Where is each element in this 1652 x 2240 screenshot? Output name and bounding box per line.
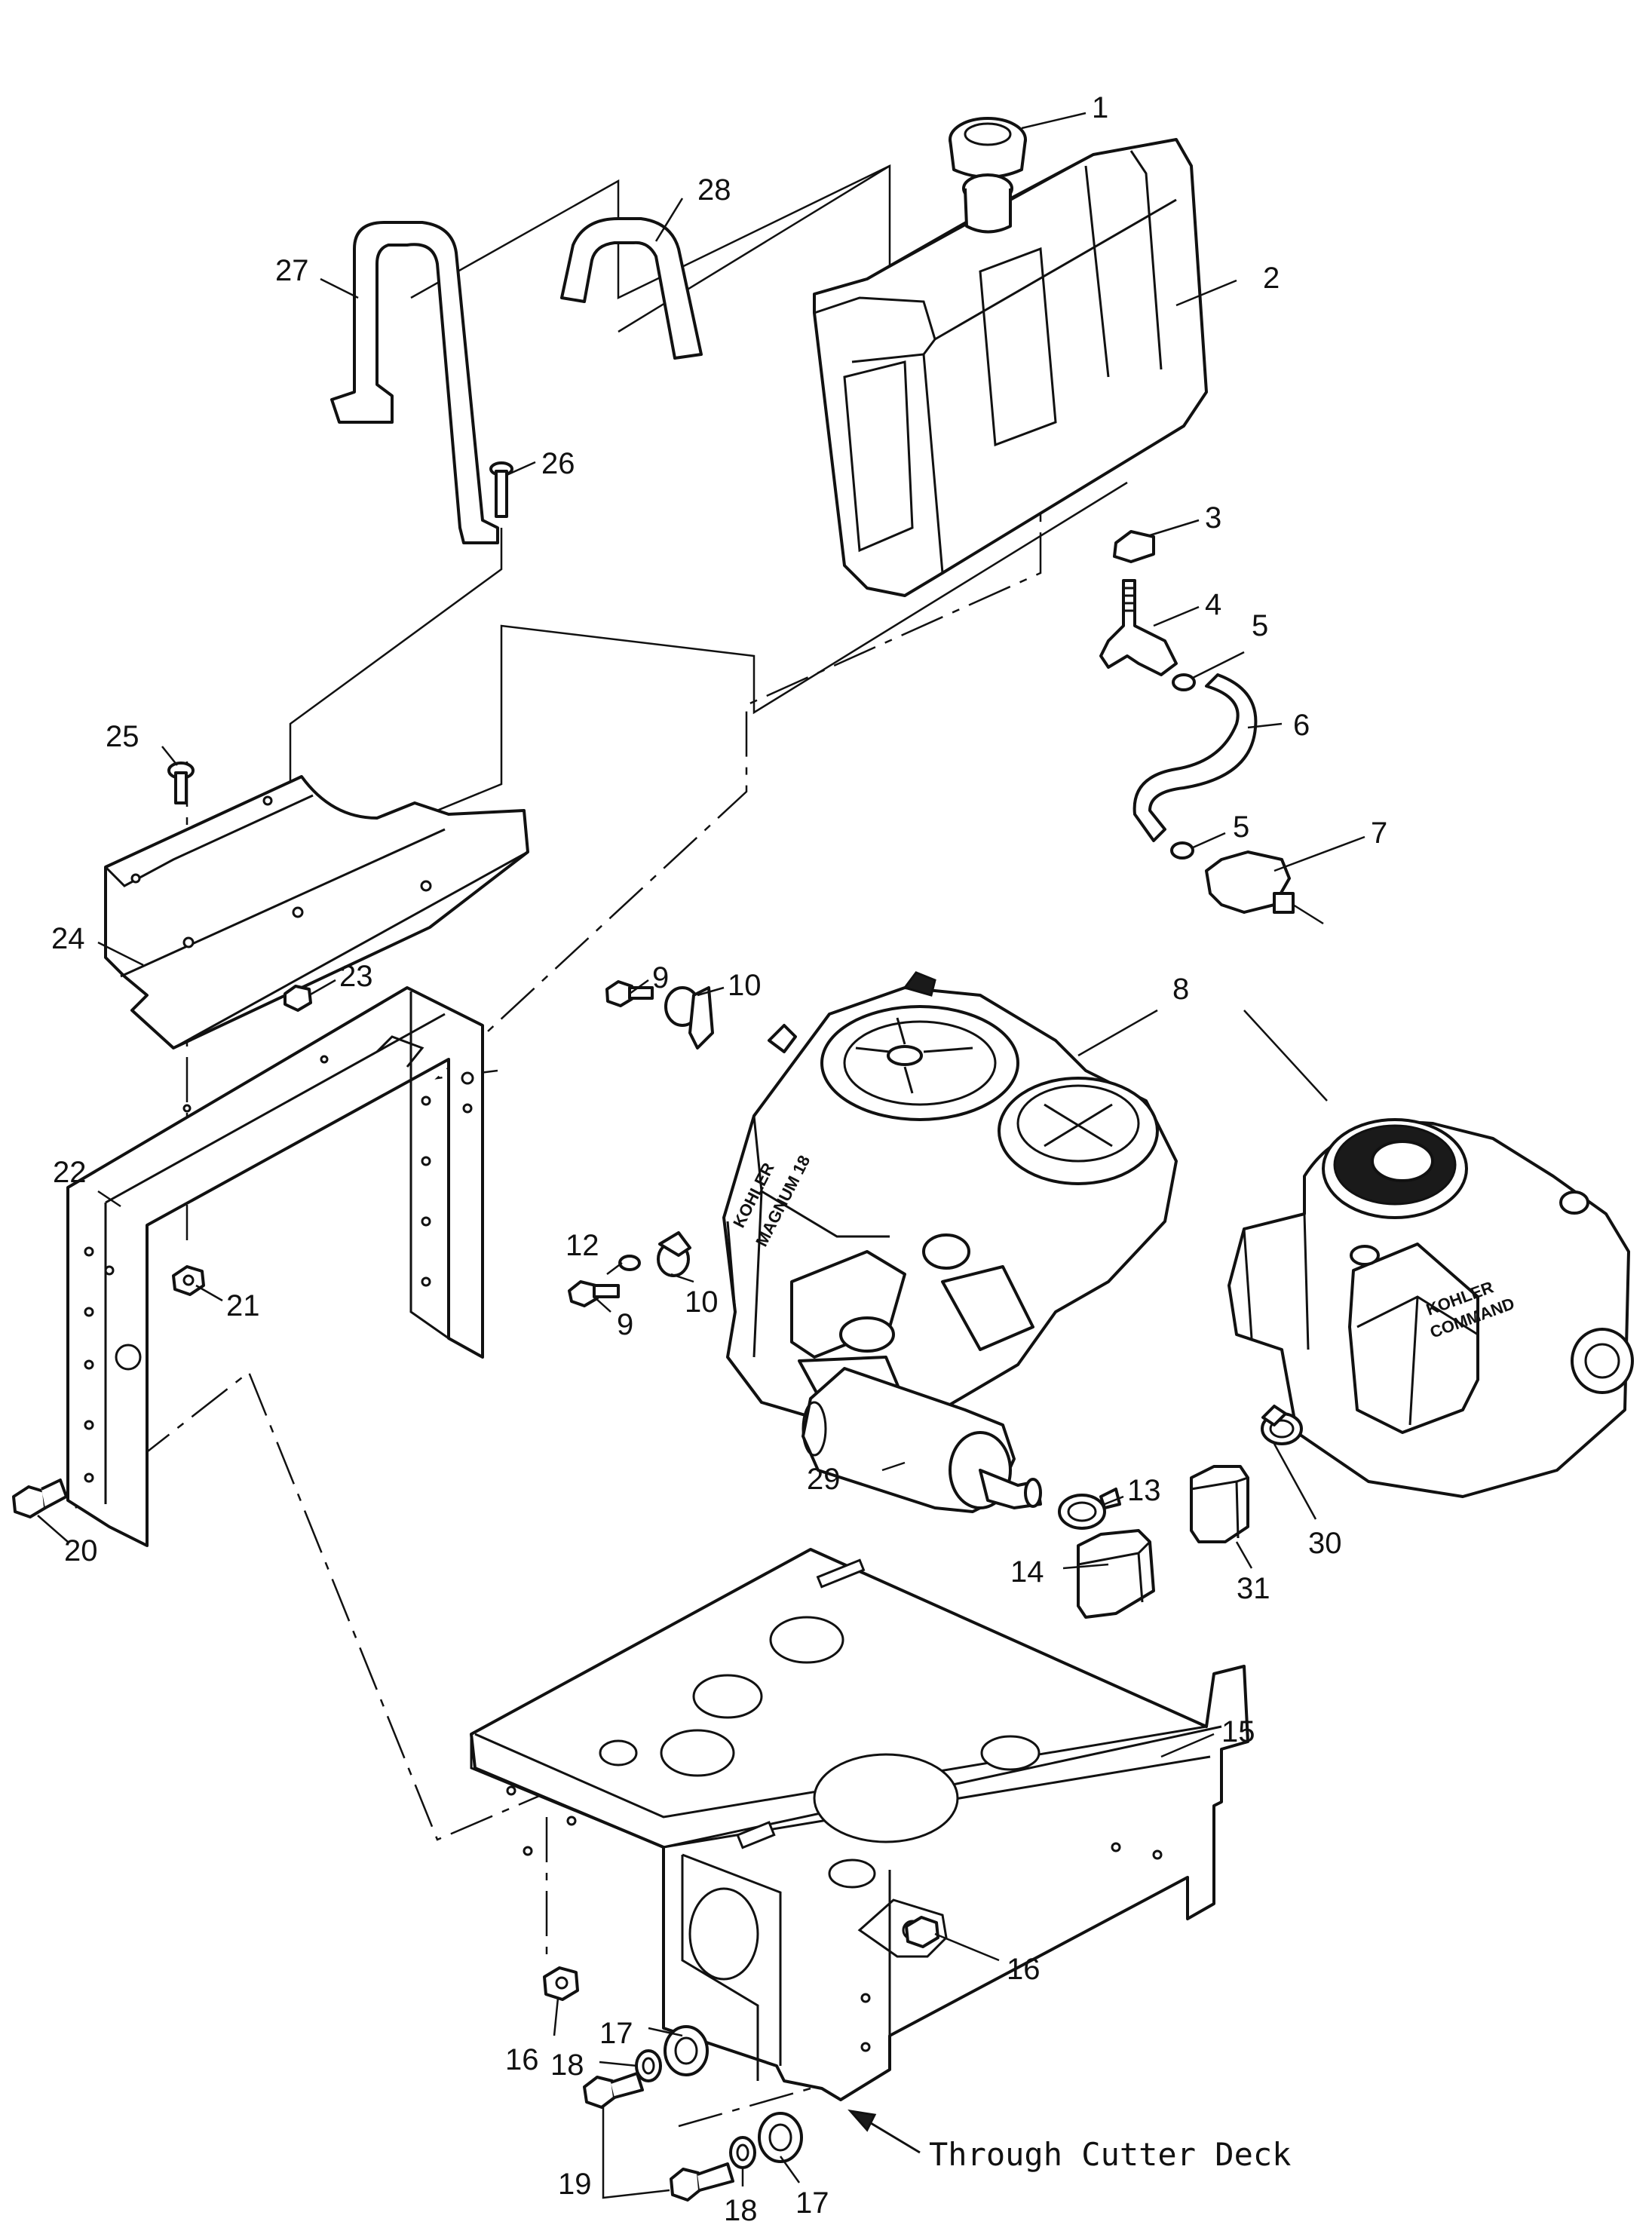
callout-26: 26: [541, 447, 575, 480]
callout-labels: 1 2 3 4 5 6 5 7 8 9 10 9 10 12 13 14 15 …: [51, 91, 1387, 2227]
lower-bolt: [568, 1280, 620, 1307]
callout-15: 15: [1221, 1715, 1255, 1748]
note-arrow: [847, 2109, 921, 2154]
lock-washer: [618, 1255, 641, 1271]
muffler: [801, 1367, 1042, 1513]
callout-12: 12: [565, 1229, 599, 1262]
callout-20: 20: [64, 1534, 98, 1567]
tank-bracket: [104, 775, 529, 1050]
exhaust-guard: [1190, 1465, 1249, 1543]
frame-nut: [172, 1265, 205, 1296]
callout-13: 13: [1127, 1474, 1161, 1507]
callout-16-right: 16: [1007, 1953, 1041, 1986]
lock-washer-upper: [635, 2049, 662, 2082]
shutoff-valve: [1099, 579, 1178, 676]
callout-3: 3: [1205, 501, 1221, 535]
callout-18-upper: 18: [550, 2048, 584, 2082]
note-through-cutter-deck: Through Cutter Deck: [929, 2136, 1291, 2173]
grommet: [1113, 530, 1155, 563]
exhaust-clamp: [1261, 1405, 1303, 1445]
muffler-guard: [1077, 1529, 1155, 1619]
callout-4: 4: [1205, 588, 1221, 621]
hose-clamp-upper: [1172, 673, 1196, 691]
callout-2: 2: [1263, 262, 1280, 295]
upper-clip: [664, 986, 714, 1050]
flat-washer-upper: [664, 2025, 709, 2076]
tank-strap-large: [330, 221, 499, 544]
callout-24: 24: [51, 922, 85, 955]
fuel-line-parts: [1099, 530, 1324, 925]
callout-28: 28: [697, 173, 731, 207]
lock-washer-lower: [729, 2136, 756, 2169]
fuel-tank: [813, 138, 1208, 597]
callout-16-left: 16: [505, 2043, 539, 2076]
deck-nut-right: [905, 1916, 939, 1948]
callout-10-lower: 10: [685, 1285, 719, 1319]
callout-1: 1: [1092, 91, 1108, 124]
callout-8: 8: [1172, 973, 1189, 1006]
callout-21: 21: [226, 1289, 260, 1322]
callout-27: 27: [275, 254, 309, 287]
tank-strap-small: [560, 217, 703, 360]
callout-19: 19: [558, 2168, 592, 2201]
bracket-bolt: [167, 761, 195, 804]
callout-23: 23: [339, 960, 373, 993]
strap-bolt: [489, 461, 513, 518]
hex-bolt-upper: [583, 2072, 644, 2109]
callout-10-upper: 10: [728, 969, 762, 1002]
callout-25: 25: [106, 720, 139, 753]
callout-5-upper: 5: [1252, 609, 1268, 642]
bracket-nut: [284, 985, 312, 1012]
lower-clip: [657, 1231, 691, 1277]
callout-17-upper: 17: [599, 2017, 633, 2050]
hose-clamp-lower: [1170, 841, 1194, 860]
callout-7: 7: [1371, 817, 1387, 850]
callout-9-lower: 9: [617, 1308, 633, 1341]
chassis-deck: [470, 1548, 1249, 2101]
callout-29: 29: [807, 1463, 841, 1496]
fuel-cap: [949, 117, 1027, 179]
engine-magnum: KOHLER MAGNUM 18: [722, 971, 1178, 1442]
engine-mount-frame: [66, 986, 484, 1547]
frame-bolt: [12, 1479, 68, 1518]
callout-30: 30: [1308, 1527, 1342, 1560]
callout-leaders: [37, 112, 1365, 2186]
deck-nut-left: [543, 1966, 579, 2001]
callout-6: 6: [1293, 709, 1310, 742]
callout-5-lower: 5: [1233, 811, 1249, 844]
fuel-filter: [1205, 850, 1291, 914]
flat-washer-lower: [758, 2112, 803, 2163]
engine-command: KOHLER COMMAND: [1228, 1118, 1634, 1498]
hex-bolt-lower: [670, 2162, 734, 2202]
bolt-19-bracket: [602, 2105, 670, 2199]
callout-22: 22: [53, 1156, 87, 1189]
callout-31: 31: [1237, 1572, 1270, 1605]
callout-18-lower: 18: [724, 2194, 758, 2227]
muffler-clamp: [1058, 1488, 1121, 1530]
callout-9-upper: 9: [652, 961, 669, 994]
callout-14: 14: [1010, 1555, 1044, 1589]
callout-17-lower: 17: [795, 2186, 829, 2220]
